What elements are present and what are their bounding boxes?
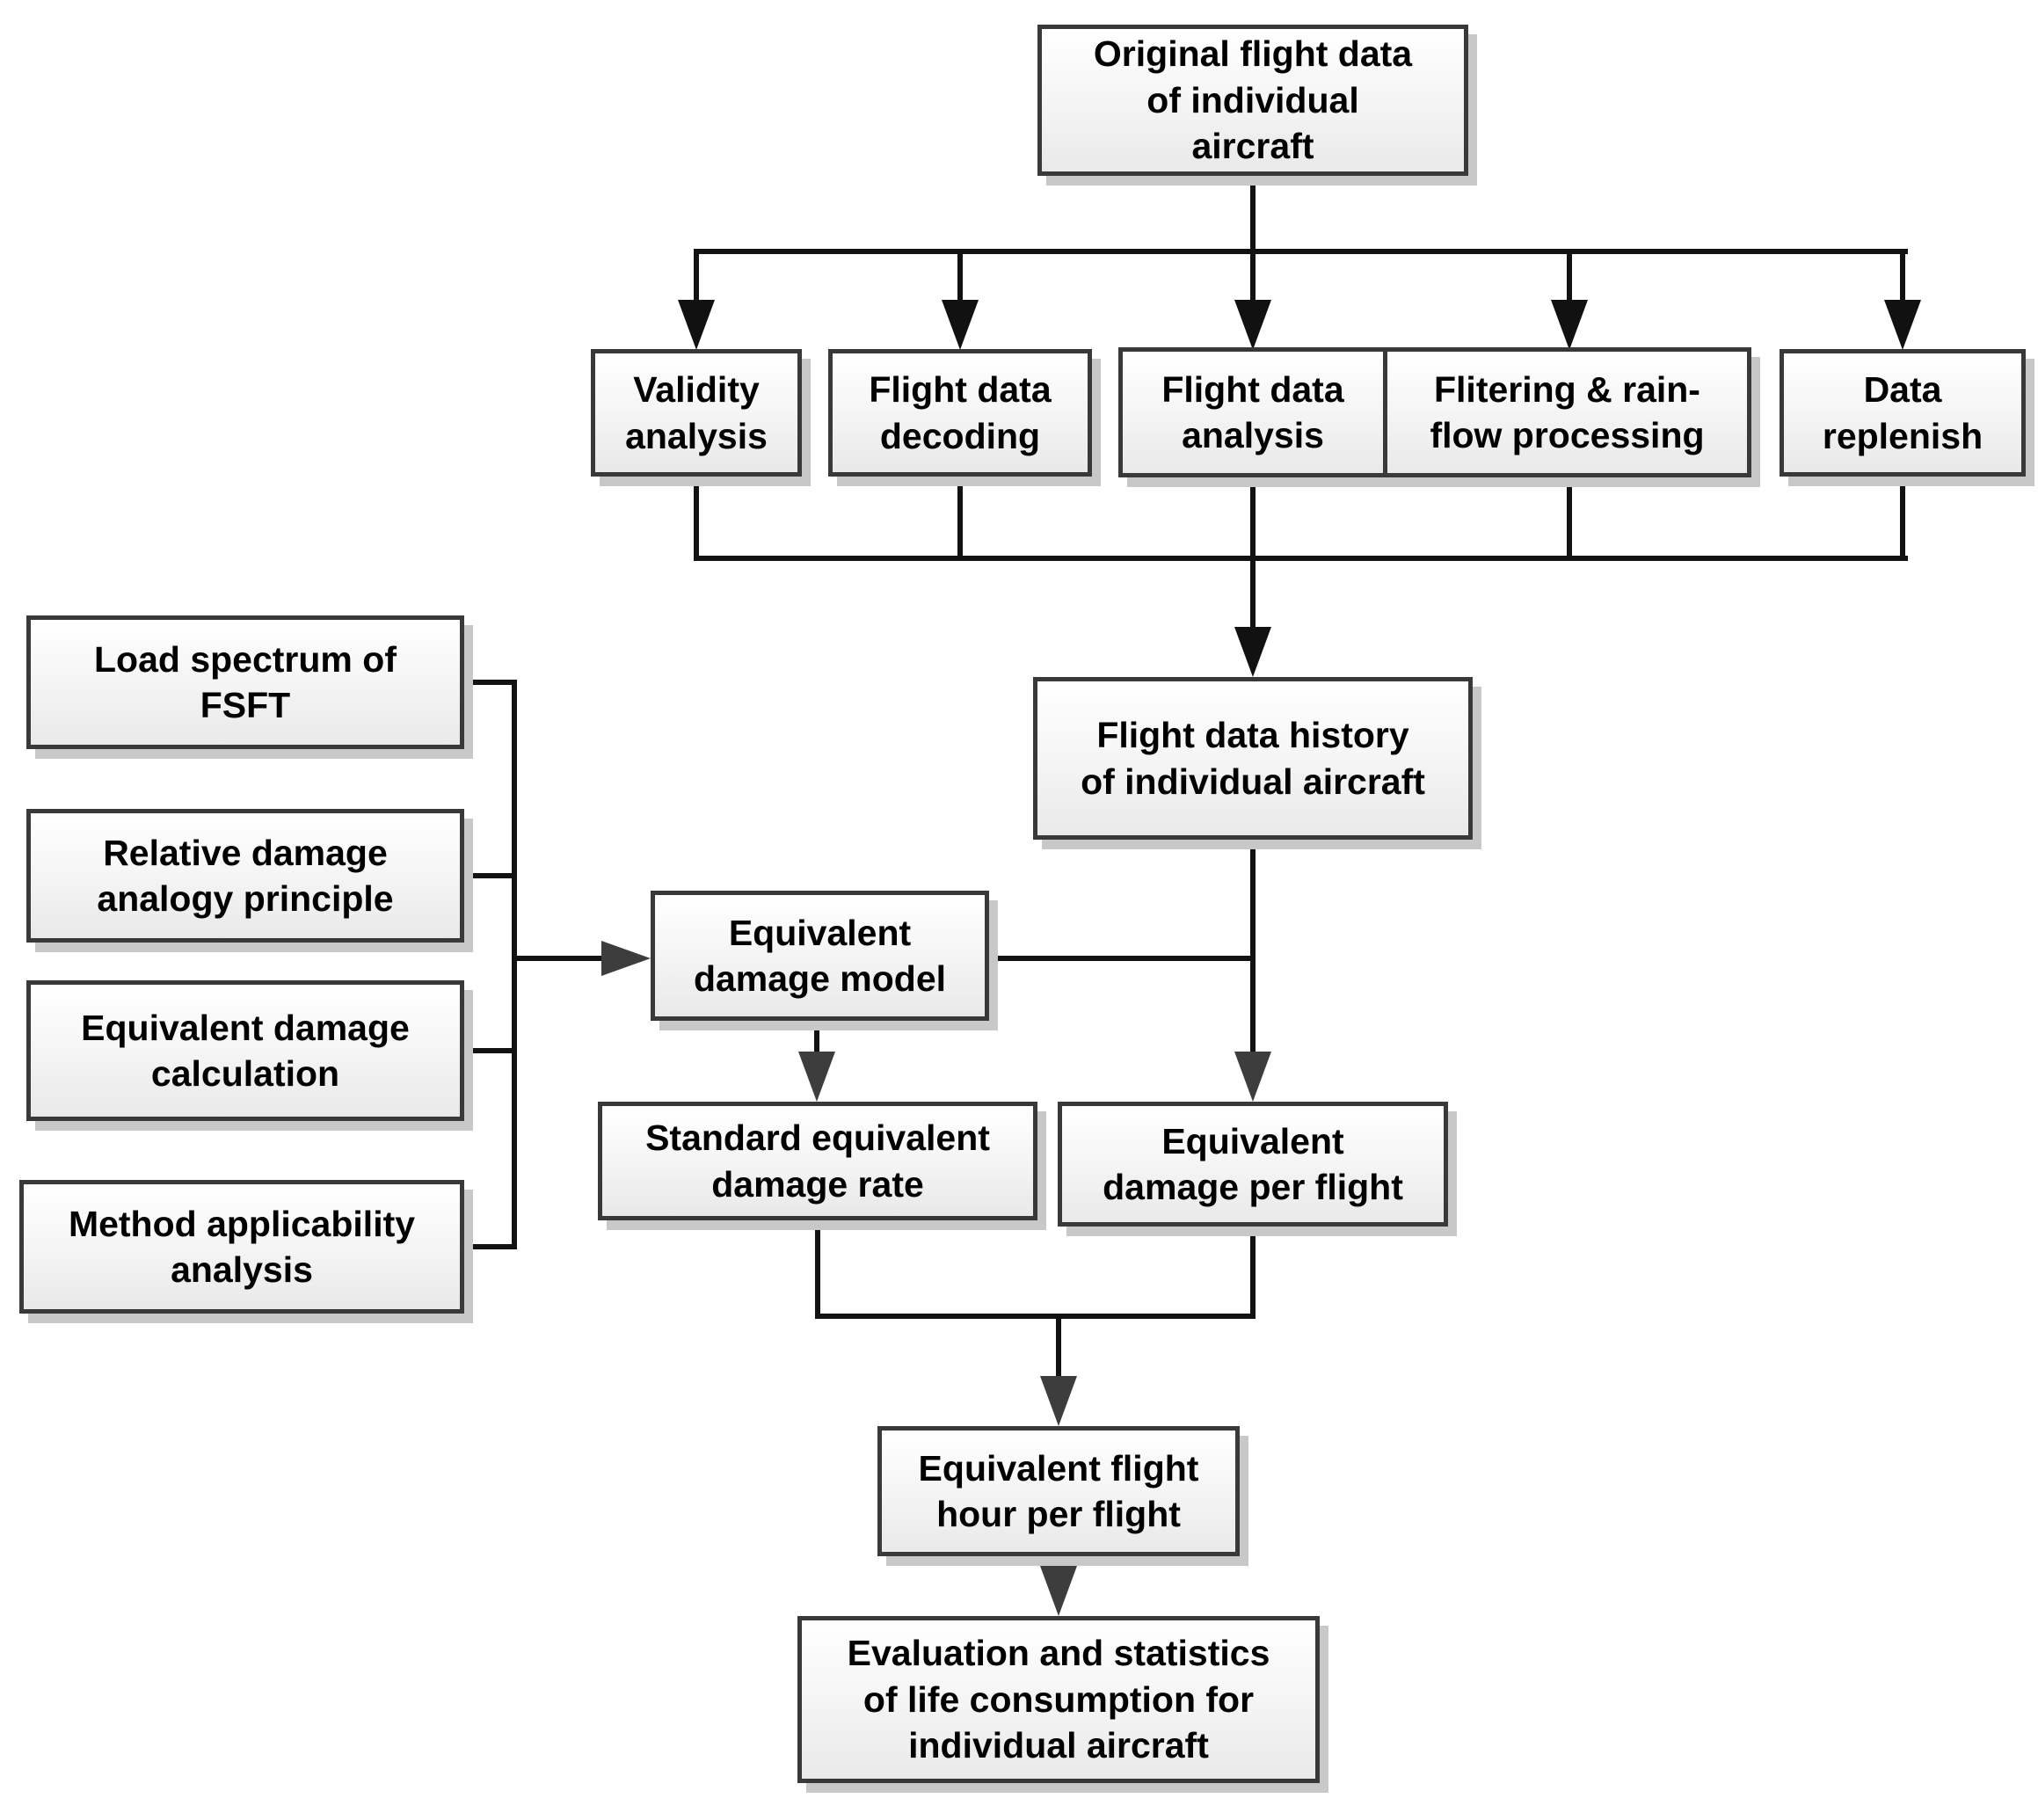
node-method-applicability-analysis: Method applicability analysis — [19, 1180, 464, 1314]
arrow-down-icon — [1551, 300, 1588, 350]
node-label: Equivalent damage per flight — [1103, 1120, 1403, 1207]
arrow-down-icon — [1234, 627, 1271, 677]
node-validity-analysis: Validity analysis — [591, 349, 802, 477]
arrow-down-icon — [1040, 1566, 1077, 1616]
node-label: Validity analysis — [625, 369, 768, 456]
node-label: Evaluation and statistics of life consum… — [847, 1633, 1270, 1766]
connector-collect-to-history — [1250, 561, 1256, 630]
node-label: Equivalent damage model — [693, 912, 947, 999]
collect-line — [694, 556, 1908, 561]
connector-drop-validity — [694, 249, 699, 302]
connector-join-to-flighthour — [1056, 1316, 1061, 1378]
connector-rate-down — [815, 1220, 820, 1319]
arrow-down-icon — [1040, 1376, 1077, 1426]
node-label: Equivalent damage calculation — [81, 1007, 410, 1094]
connector-damagecalc-stub — [464, 1048, 517, 1053]
connector-flighthour-to-evaluation — [1056, 1556, 1061, 1569]
connector-drop-decoding — [957, 249, 963, 302]
connector-history-to-perflight — [1250, 840, 1256, 1055]
connector-drop-analysis — [1250, 249, 1256, 302]
node-label: Method applicability analysis — [68, 1203, 416, 1290]
arrow-down-icon — [942, 300, 979, 350]
node-flight-data-decoding: Flight data decoding — [828, 349, 1092, 477]
node-label: Flight data decoding — [869, 369, 1052, 456]
node-standard-equivalent-damage-rate: Standard equivalent damage rate — [598, 1102, 1037, 1220]
connector-model-to-rate — [814, 1021, 819, 1056]
connector-applicability-stub — [464, 1244, 517, 1249]
connector-loadspectrum-stub — [464, 680, 517, 685]
connector-replenish-to-collect — [1900, 477, 1905, 558]
node-equivalent-damage-model: Equivalent damage model — [651, 891, 989, 1021]
node-label: Equivalent flight hour per flight — [918, 1447, 1199, 1534]
node-label: Original flight data of individual aircr… — [1093, 33, 1413, 167]
node-original-flight-data: Original flight data of individual aircr… — [1037, 25, 1468, 176]
arrow-down-icon — [798, 1052, 835, 1102]
arrow-down-icon — [678, 300, 715, 350]
node-label: Flight data history of individual aircra… — [1081, 715, 1425, 802]
join-line — [815, 1314, 1256, 1319]
arrow-down-icon — [1884, 300, 1921, 350]
node-data-replenish: Data replenish — [1780, 349, 2026, 477]
node-flight-data-history: Flight data history of individual aircra… — [1033, 677, 1473, 840]
connector-drop-filtering — [1567, 249, 1572, 302]
distribution-line — [694, 249, 1908, 254]
node-label: Flight data analysis — [1161, 368, 1344, 455]
node-relative-damage-principle: Relative damage analogy principle — [26, 809, 464, 943]
arrow-right-icon — [601, 941, 651, 976]
connector-relativedamage-stub — [464, 873, 517, 878]
node-evaluation-statistics: Evaluation and statistics of life consum… — [797, 1616, 1320, 1783]
node-label: Standard equivalent damage rate — [645, 1117, 990, 1205]
node-label: Load spectrum of FSFT — [94, 638, 397, 725]
arrow-down-icon — [1234, 1052, 1271, 1102]
node-equivalent-damage-per-flight: Equivalent damage per flight — [1058, 1102, 1448, 1227]
connector-filtering-to-collect — [1567, 477, 1572, 558]
left-spine-line — [512, 680, 517, 1249]
connector-decoding-to-collect — [957, 477, 963, 558]
connector-analysis-to-collect — [1250, 477, 1256, 558]
node-label: Data replenish — [1822, 369, 1983, 456]
arrow-down-icon — [1234, 300, 1271, 350]
node-label: Flitering & rain- flow processing — [1430, 368, 1705, 455]
connector-model-to-spine — [989, 956, 1256, 961]
node-load-spectrum-fsft: Load spectrum of FSFT — [26, 615, 464, 749]
connector-original-to-distribution — [1250, 176, 1256, 254]
node-filtering-rainflow: Flitering & rain- flow processing — [1383, 347, 1751, 477]
connector-spine-to-model — [512, 956, 602, 961]
node-label: Relative damage analogy principle — [97, 832, 394, 919]
node-equivalent-flight-hour: Equivalent flight hour per flight — [877, 1426, 1240, 1556]
connector-perflight-down — [1250, 1227, 1256, 1319]
node-flight-data-analysis: Flight data analysis — [1118, 347, 1387, 477]
connector-drop-replenish — [1900, 249, 1905, 302]
node-equivalent-damage-calculation: Equivalent damage calculation — [26, 980, 464, 1121]
connector-validity-to-collect — [694, 477, 699, 558]
